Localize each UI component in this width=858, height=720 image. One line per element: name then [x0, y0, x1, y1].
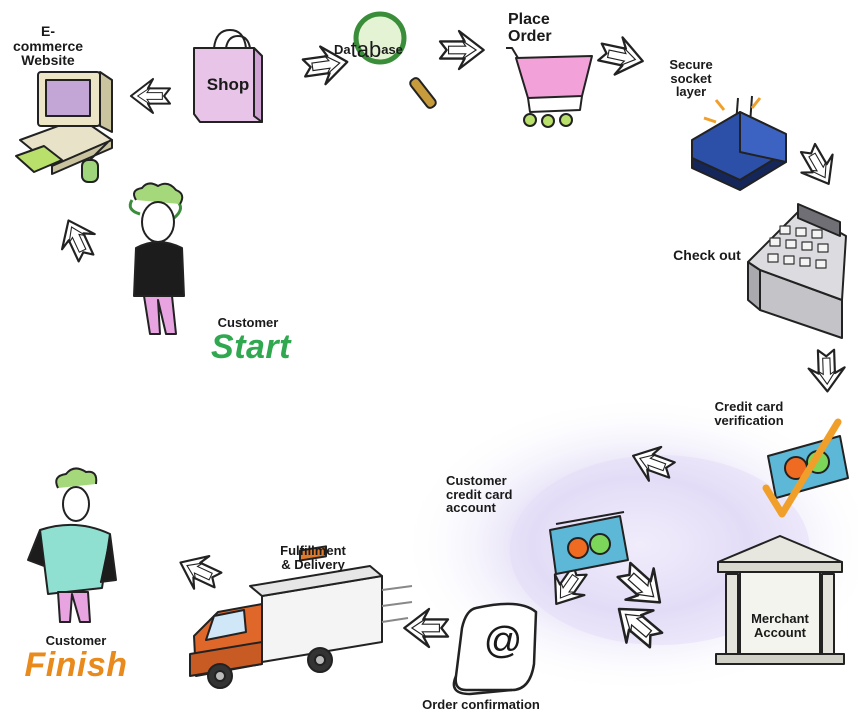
order-confirmation-paper-icon	[452, 602, 538, 696]
label-place-order: Place Order	[508, 11, 552, 45]
shopping-bag-icon	[193, 29, 263, 123]
delivery-truck-icon	[189, 545, 413, 689]
bank-building-icon	[715, 535, 845, 665]
label-secure-socket-layer: Secure socket layer	[669, 57, 713, 100]
label-database-right: ase	[381, 41, 403, 57]
computer-icon	[15, 71, 113, 183]
label-finish: Finish	[24, 646, 128, 684]
arrow-checkout-to-verification	[806, 348, 847, 394]
customer-finish-figure	[27, 467, 117, 623]
label-merchant-account: Merchant Account	[751, 611, 809, 640]
arrow-ssl-to-checkout	[791, 137, 846, 194]
label-credit-card-verification: Credit card verification	[714, 399, 784, 428]
label-order-confirmation: Order confirmation	[422, 697, 540, 712]
verification-card-icon	[762, 418, 849, 518]
label-at-symbol: @	[483, 620, 523, 662]
label-customer-finish: Customer	[45, 633, 107, 648]
arrow-shop-to-website	[129, 77, 172, 115]
magnifier-icon	[353, 11, 437, 109]
label-fulfillment-delivery: Fulfillment & Delivery	[280, 543, 346, 572]
padlock-icon	[691, 95, 787, 191]
label-ecommerce-website: E-commerce Website	[12, 23, 84, 69]
label-database-tab: tab	[350, 36, 382, 62]
credit-card-icon	[549, 511, 629, 575]
label-database: Database	[334, 24, 444, 61]
arrow-database-to-order	[438, 29, 485, 71]
arrow-delivery-to-finish	[171, 545, 227, 598]
arrow-customer-to-website	[51, 211, 104, 267]
label-start: Start	[211, 328, 291, 366]
label-shop: Shop	[206, 75, 250, 94]
label-database-left: Da	[334, 41, 351, 57]
shopping-cart-icon	[506, 47, 593, 128]
cash-register-icon	[747, 203, 847, 339]
label-customer-credit-card-account: Customer credit card account	[446, 473, 513, 516]
customer-start-figure	[128, 182, 185, 335]
label-check-out: Check out	[673, 247, 741, 263]
label-customer-start: Customer	[217, 315, 279, 330]
